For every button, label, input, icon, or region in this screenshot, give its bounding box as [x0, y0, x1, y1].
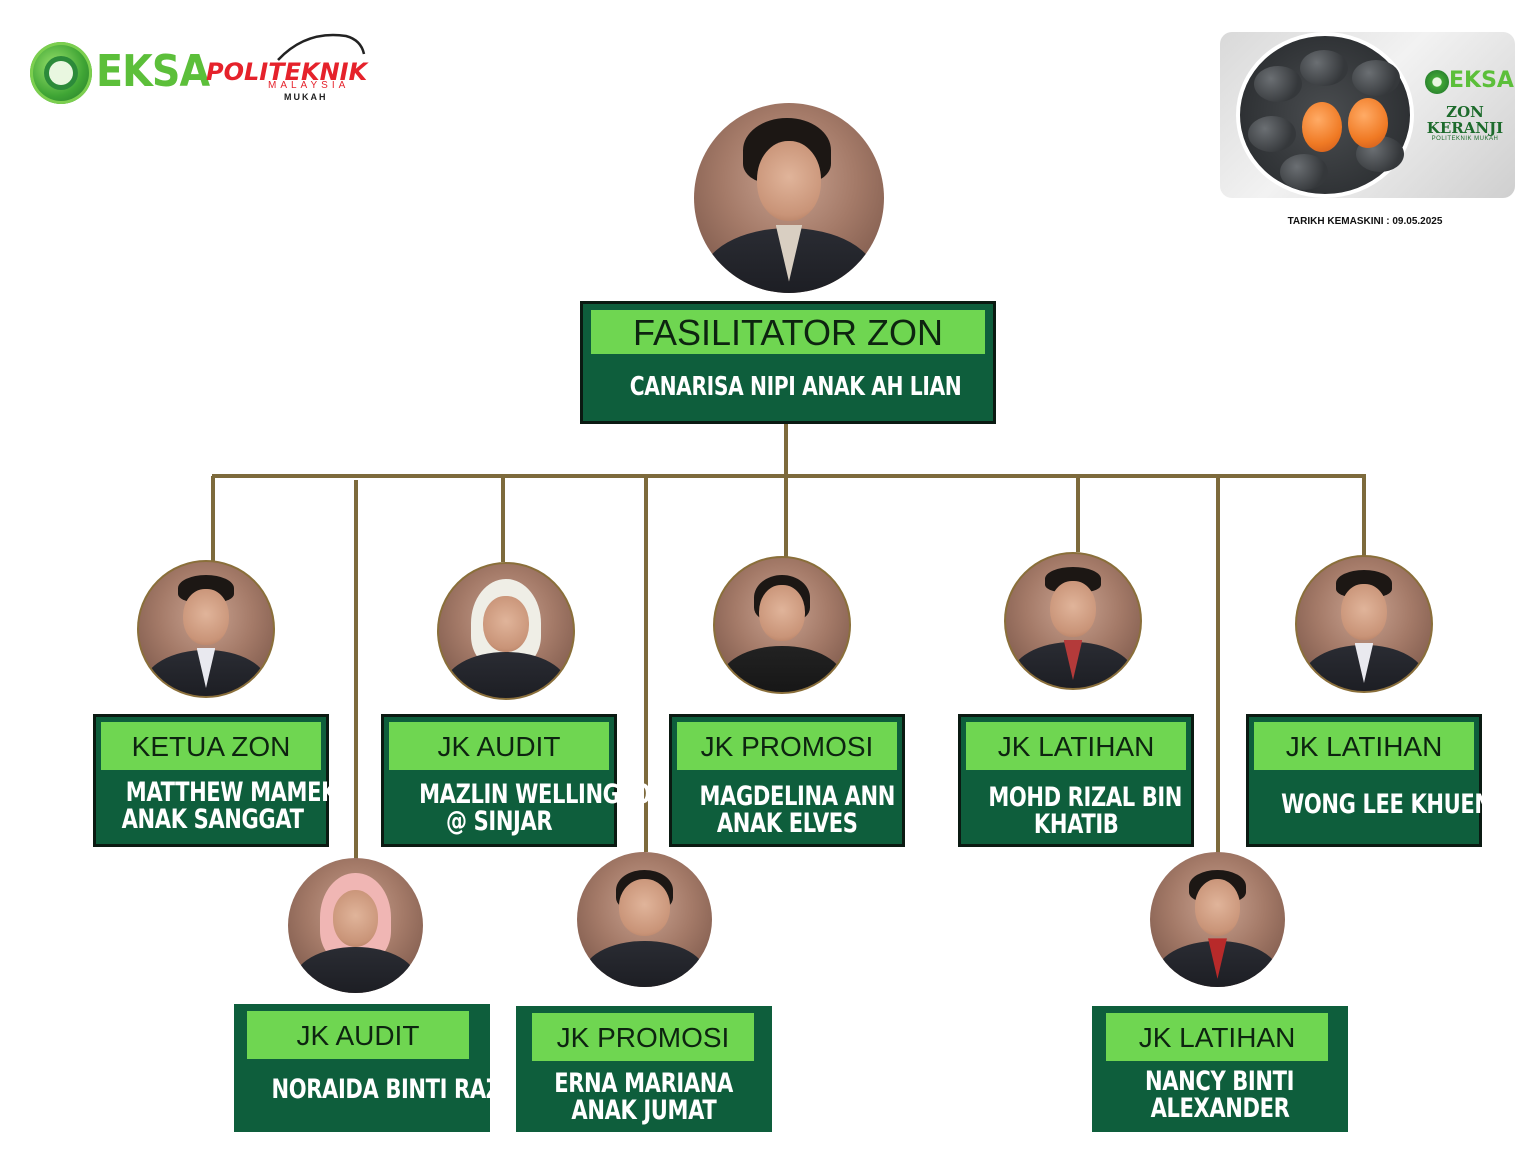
role-title-jk-audit-1: JK AUDIT [389, 722, 609, 770]
politeknik-logo-sub2: MUKAH [284, 92, 328, 102]
role-title-jk-latihan-2: JK LATIHAN [1254, 722, 1474, 770]
role-name-jk-audit-1: MAZLIN WELLINGTON@ SINJAR [419, 779, 668, 837]
role-title-ketua-zon: KETUA ZON [101, 722, 321, 770]
role-box-jk-audit-2: JK AUDIT NORAIDA BINTI RAZALI [234, 1004, 538, 1132]
zone-title-line3: POLITEKNIK MUKAH [1431, 136, 1499, 142]
role-title-jk-promosi-2: JK PROMOSI [532, 1013, 754, 1061]
zone-title-line2: KERANJI [1426, 119, 1504, 137]
role-title-jk-latihan-1: JK LATIHAN [966, 722, 1186, 770]
zone-badge: EKSA ZON KERANJI POLITEKNIK MUKAH [1220, 32, 1515, 198]
eksa-logo: EKSA [30, 42, 210, 108]
zone-title-line1: ZON [1446, 103, 1484, 121]
politeknik-arc-icon [277, 33, 366, 61]
avatar-fasilitator [694, 103, 884, 293]
role-box-fasilitator: FASILITATOR ZON CANARISA NIPI ANAK AH LI… [580, 301, 996, 424]
keranji-fruit-image [1236, 32, 1414, 198]
role-name-jk-latihan-2: WONG LEE KHUENG [1281, 789, 1509, 820]
avatar-jk-latihan-2 [1295, 555, 1433, 693]
role-title-jk-audit-2: JK AUDIT [247, 1011, 469, 1059]
avatar-jk-audit-1 [437, 562, 575, 700]
politeknik-logo: POLITEKNIK MALAYSIA MUKAH [206, 30, 408, 102]
role-box-jk-latihan-2: JK LATIHAN WONG LEE KHUENG [1246, 714, 1509, 847]
zone-eksa-text: EKSA [1449, 68, 1514, 93]
eksa-logo-text: EKSA [96, 46, 210, 97]
avatar-ketua-zon [137, 560, 275, 698]
role-box-jk-audit-1: JK AUDIT MAZLIN WELLINGTON@ SINJAR [381, 714, 668, 847]
avatar-jk-promosi-2 [577, 852, 712, 987]
role-title-jk-latihan-3: JK LATIHAN [1106, 1013, 1328, 1061]
avatar-jk-audit-2 [288, 858, 423, 993]
role-title-jk-promosi-1: JK PROMOSI [677, 722, 897, 770]
politeknik-logo-sub1: MALAYSIA [268, 80, 350, 91]
role-title-fasilitator: FASILITATOR ZON [591, 310, 985, 354]
update-date: TARIKH KEMASKINI : 09.05.2025 [1287, 216, 1443, 227]
avatar-jk-promosi-1 [713, 556, 851, 694]
role-name-jk-audit-2: NORAIDA BINTI RAZALI [271, 1074, 538, 1105]
zone-eksa-emblem-icon [1425, 70, 1449, 94]
eksa-emblem-icon [30, 42, 92, 104]
avatar-jk-latihan-3 [1150, 852, 1285, 987]
politeknik-logo-text: POLITEKNIK [206, 58, 368, 86]
avatar-jk-latihan-1 [1004, 552, 1142, 690]
role-name-fasilitator: CANARISA NIPI ANAK AH LIAN [629, 372, 962, 402]
zone-eksa-logo: EKSA [1425, 68, 1514, 96]
